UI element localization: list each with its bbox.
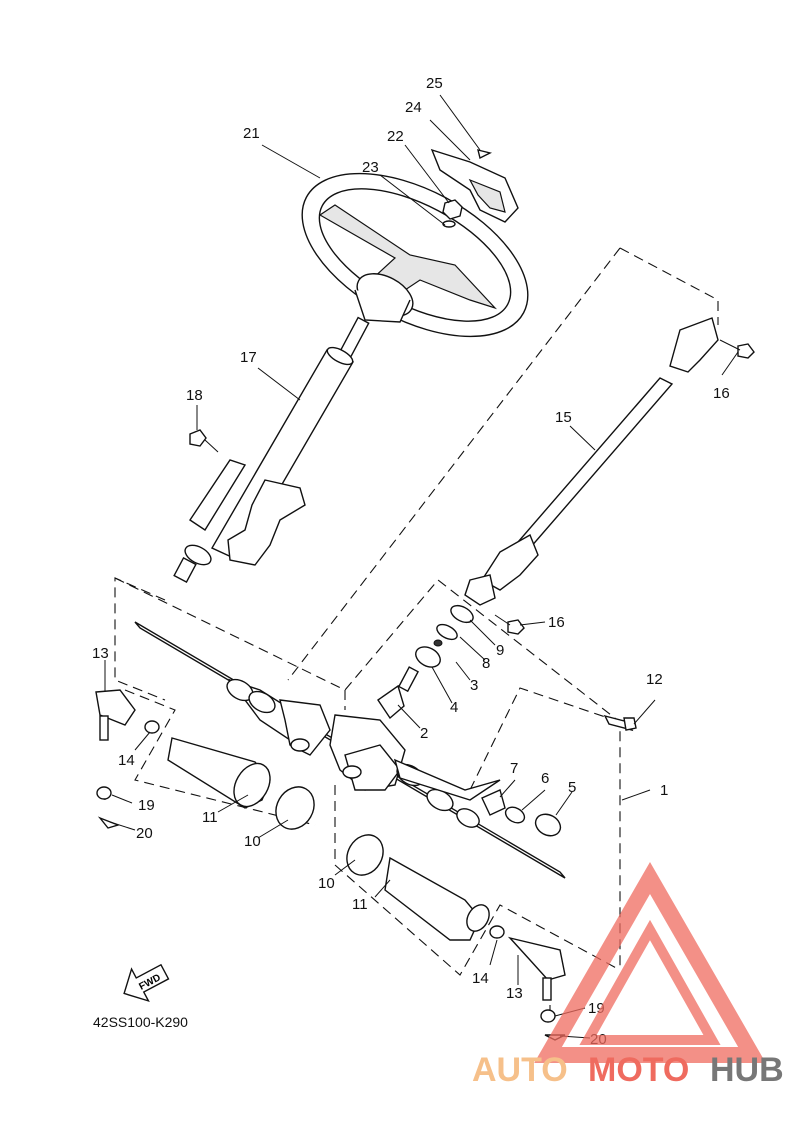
callout-14b: 14: [472, 970, 489, 987]
callout-9: 9: [496, 642, 504, 659]
callout-6: 6: [541, 770, 549, 787]
watermark-auto: AUTO: [472, 1051, 568, 1089]
watermark-text: AUTO MOTO HUB: [472, 1051, 784, 1089]
callout-18: 18: [186, 387, 203, 404]
steering-wheel: [301, 172, 529, 338]
leader-lines: [104, 94, 739, 1039]
callout-17: 17: [240, 349, 257, 366]
callout-11b: 11: [352, 896, 368, 913]
callout-24: 24: [405, 99, 422, 116]
bolt-12: [603, 714, 637, 732]
callout-1: 1: [660, 782, 668, 799]
callout-22: 22: [387, 128, 404, 145]
bolt-18: [189, 429, 219, 453]
callout-8: 8: [482, 655, 490, 672]
reference-code: 42SS100-K290: [93, 1014, 188, 1030]
watermark-moto: MOTO: [588, 1051, 689, 1089]
callout-13b: 13: [506, 985, 523, 1002]
callout-14a: 14: [118, 752, 135, 769]
callout-4: 4: [450, 699, 458, 716]
callout-23: 23: [362, 159, 379, 176]
callout-10a: 10: [244, 833, 261, 850]
callout-11a: 11: [202, 809, 218, 826]
callout-25: 25: [426, 75, 443, 92]
callouts: 1 2 3 4 5 6 7 8 9 10 10 11 11 12 13 13 1…: [92, 75, 730, 1048]
assembly-outlines: [104, 247, 719, 1015]
callout-16b: 16: [548, 614, 565, 631]
fwd-arrow: FWD: [123, 963, 170, 1003]
watermark-logo: [534, 861, 766, 1063]
watermark-hub: HUB: [710, 1051, 784, 1089]
intermediate-shaft: [464, 317, 719, 606]
tie-rod-ends: [95, 689, 566, 1041]
boots-and-bands: [167, 737, 490, 941]
callout-2: 2: [420, 725, 428, 742]
callout-10b: 10: [318, 875, 335, 892]
callout-5: 5: [568, 779, 576, 796]
callout-20a: 20: [136, 825, 153, 842]
rack-bushings: [481, 789, 562, 837]
callout-3: 3: [470, 677, 478, 694]
bolt-16: [494, 339, 755, 635]
callout-19a: 19: [138, 797, 155, 814]
callout-13a: 13: [92, 645, 109, 662]
callout-16a: 16: [713, 385, 730, 402]
steering-rack: [134, 621, 566, 879]
callout-7: 7: [510, 760, 518, 777]
horn-cover: [430, 148, 519, 223]
callout-15: 15: [555, 409, 572, 426]
pinion-parts: [377, 604, 474, 720]
callout-21: 21: [243, 125, 260, 142]
steering-column: [173, 316, 370, 584]
callout-12: 12: [646, 671, 663, 688]
